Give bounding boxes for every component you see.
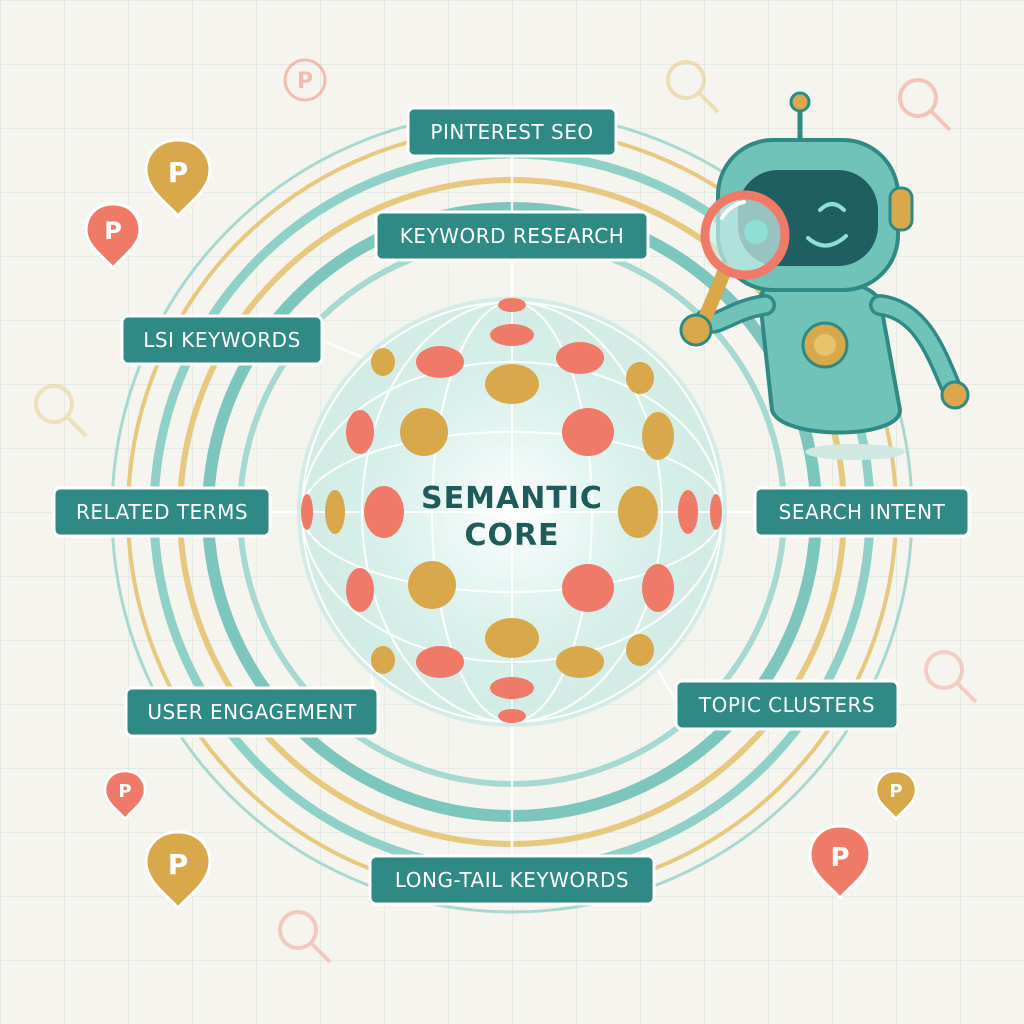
label-long-tail-keywords: LONG-TAIL KEYWORDS bbox=[368, 854, 656, 906]
sphere-dots bbox=[301, 298, 722, 723]
pinterest-pin-icon: P bbox=[283, 58, 327, 102]
svg-text:LSI KEYWORDS: LSI KEYWORDS bbox=[143, 328, 301, 352]
magnifier-icon bbox=[34, 384, 88, 438]
label-keyword-research: KEYWORD RESEARCH bbox=[374, 210, 650, 262]
magnifier-icon bbox=[278, 910, 332, 964]
svg-text:USER ENGAGEMENT: USER ENGAGEMENT bbox=[147, 700, 357, 724]
pinterest-pin-icon: P bbox=[144, 830, 212, 911]
svg-text:TOPIC CLUSTERS: TOPIC CLUSTERS bbox=[698, 693, 875, 717]
label-lsi-keywords: LSI KEYWORDS bbox=[120, 314, 324, 366]
core-title-line1: SEMANTIC bbox=[421, 481, 603, 516]
pinterest-pin-icon: P bbox=[144, 138, 212, 219]
robot-mascot bbox=[679, 91, 970, 460]
pinterest-pin-icon: P bbox=[103, 769, 147, 822]
label-user-engagement: USER ENGAGEMENT bbox=[124, 686, 380, 738]
magnifier-icon bbox=[924, 650, 978, 704]
svg-text:P: P bbox=[168, 156, 189, 189]
svg-text:P: P bbox=[168, 848, 189, 881]
pinterest-pin-icon: P bbox=[84, 202, 142, 271]
core-title-line2: CORE bbox=[464, 518, 559, 553]
pinterest-pin-icon: P bbox=[808, 824, 872, 901]
svg-text:SEARCH INTENT: SEARCH INTENT bbox=[779, 500, 946, 524]
svg-text:PINTEREST SEO: PINTEREST SEO bbox=[430, 120, 593, 144]
magnifier-icon bbox=[898, 78, 952, 132]
svg-text:P: P bbox=[830, 843, 849, 873]
label-search-intent: SEARCH INTENT bbox=[753, 486, 971, 538]
svg-text:P: P bbox=[889, 781, 902, 802]
svg-text:KEYWORD RESEARCH: KEYWORD RESEARCH bbox=[400, 224, 625, 248]
svg-text:P: P bbox=[104, 217, 122, 245]
svg-text:P: P bbox=[297, 69, 313, 94]
svg-text:P: P bbox=[118, 781, 131, 802]
magnifier-icon bbox=[666, 60, 720, 114]
svg-text:RELATED TERMS: RELATED TERMS bbox=[76, 500, 248, 524]
pinterest-pin-icon: P bbox=[874, 769, 918, 822]
label-pinterest-seo: PINTEREST SEO bbox=[406, 106, 618, 158]
label-topic-clusters: TOPIC CLUSTERS bbox=[674, 679, 900, 731]
label-related-terms: RELATED TERMS bbox=[52, 486, 272, 538]
svg-text:LONG-TAIL KEYWORDS: LONG-TAIL KEYWORDS bbox=[395, 868, 629, 892]
